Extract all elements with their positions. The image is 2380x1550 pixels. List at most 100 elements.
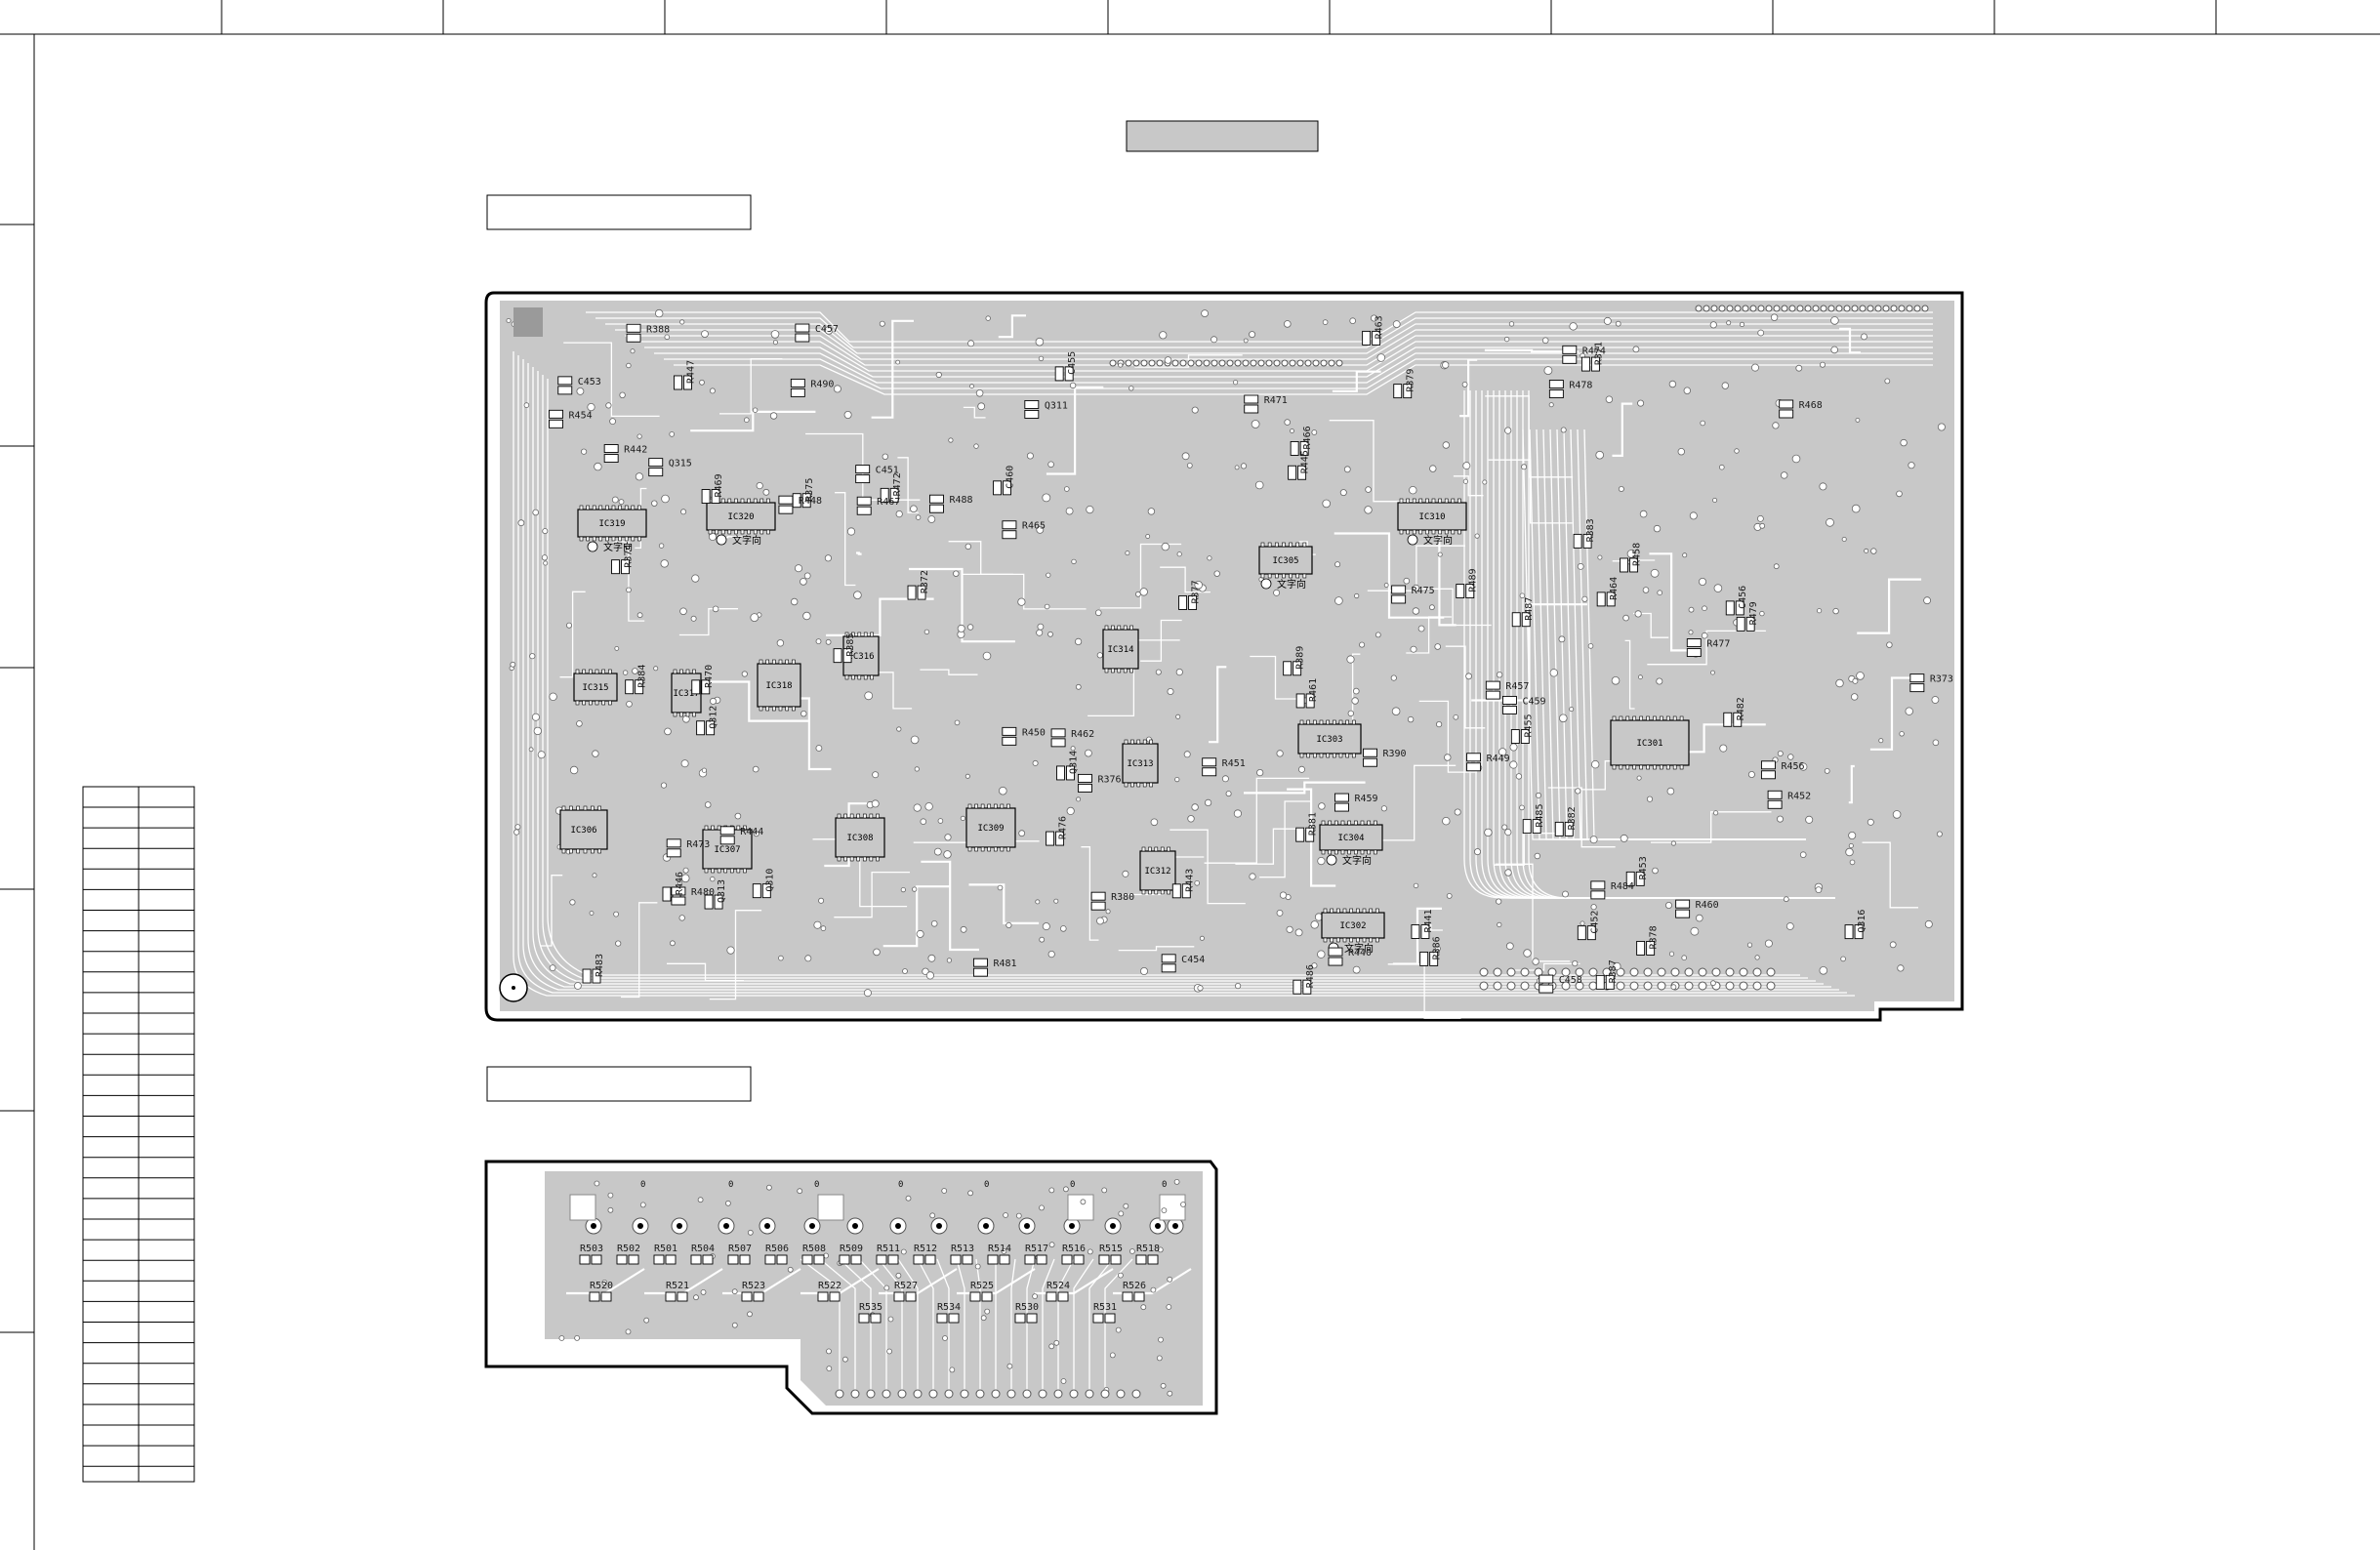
component-label: R521 (666, 1281, 689, 1291)
component-r486 (1293, 979, 1312, 995)
component-r451 (1202, 757, 1217, 777)
ic-label: IC317 (673, 689, 699, 699)
component-label: R464 (1609, 577, 1620, 600)
component-r525 (969, 1291, 993, 1302)
component-label: R379 (1406, 369, 1416, 392)
zero-marker: 0 (984, 1180, 989, 1190)
zero-marker: 0 (1070, 1180, 1075, 1190)
ic-orientation-mark: 文字向 (732, 534, 761, 547)
component-r456 (1760, 760, 1776, 780)
component-label: R443 (1184, 869, 1195, 892)
component-label: R511 (877, 1244, 900, 1254)
component-r381 (1295, 827, 1315, 842)
component-label: R489 (1468, 568, 1479, 591)
component-r442 (603, 444, 619, 464)
component-label: R375 (804, 478, 815, 502)
component-label: R461 (1308, 678, 1319, 702)
component-r509 (839, 1254, 862, 1265)
component-label: R372 (920, 570, 930, 593)
component-r459 (1334, 793, 1349, 812)
ic-ic308: IC308 (835, 813, 885, 862)
ic-ic315: IC315 (573, 669, 618, 706)
component-label: C453 (578, 377, 601, 388)
component-r469 (701, 489, 720, 504)
component-label: C460 (1005, 466, 1016, 489)
component-r449 (1466, 753, 1482, 772)
component-label: R385 (845, 633, 856, 657)
component-r516 (1061, 1254, 1085, 1265)
component-r512 (913, 1254, 936, 1265)
component-r441 (1411, 924, 1430, 939)
ic-label: IC306 (570, 826, 596, 836)
component-label: R450 (1022, 727, 1046, 738)
component-label: R534 (937, 1302, 961, 1313)
component-label: C454 (1181, 955, 1205, 965)
main-pcb-board: IC319文字向IC320文字向IC310文字向IC305文字向IC315IC3… (484, 291, 1964, 1022)
component-label: R516 (1062, 1244, 1086, 1254)
component-label: R465 (1022, 521, 1046, 532)
ic-label: IC312 (1144, 867, 1170, 877)
component-q312 (696, 720, 716, 736)
component-r504 (690, 1254, 714, 1265)
ic-ic303: IC303 (1297, 719, 1362, 758)
component-r535 (858, 1313, 882, 1324)
component-c453 (557, 376, 573, 395)
component-label: R466 (1302, 426, 1313, 449)
ic-orientation-mark: 文字向 (1423, 534, 1453, 547)
component-label: R454 (569, 410, 593, 421)
zero-marker: 0 (814, 1180, 819, 1190)
component-r517 (1024, 1254, 1047, 1265)
component-label: R387 (1608, 959, 1619, 983)
component-r480 (671, 886, 686, 906)
component-label: R451 (1222, 758, 1246, 769)
component-c457 (795, 323, 810, 343)
component-r457 (1485, 680, 1500, 700)
component-r450 (1002, 726, 1017, 746)
component-r482 (1723, 712, 1743, 727)
component-label: R442 (624, 445, 647, 456)
component-r371 (1580, 356, 1600, 372)
component-r526 (1122, 1291, 1145, 1302)
component-label: R525 (970, 1281, 994, 1291)
component-label: R389 (1295, 646, 1306, 670)
component-label: C458 (1559, 975, 1582, 986)
component-label: C451 (876, 466, 899, 476)
component-r522 (817, 1291, 841, 1302)
component-r385 (833, 648, 852, 664)
component-r379 (1393, 384, 1413, 399)
component-q310 (752, 883, 771, 899)
component-label: R373 (1930, 674, 1953, 685)
component-r372 (907, 585, 926, 600)
component-r508 (801, 1254, 825, 1265)
component-r472 (880, 487, 899, 503)
ic-label: IC303 (1316, 735, 1342, 745)
component-r503 (579, 1254, 602, 1265)
component-label: R488 (949, 495, 972, 506)
component-label: R508 (802, 1244, 826, 1254)
component-r466 (1290, 440, 1309, 456)
component-r454 (549, 409, 563, 428)
ic-ic301: IC301 (1610, 715, 1690, 770)
component-r374 (611, 559, 630, 575)
component-label: R453 (1638, 856, 1649, 879)
component-label: R376 (1097, 774, 1121, 785)
ic-label: IC313 (1127, 759, 1153, 769)
component-r453 (1625, 871, 1645, 886)
component-r489 (1456, 584, 1475, 599)
component-r521 (665, 1291, 688, 1302)
component-r388 (626, 323, 641, 343)
component-r390 (1363, 748, 1377, 767)
ic-ic318: IC318 (757, 659, 801, 712)
component-label: Q314 (1068, 751, 1079, 774)
component-r463 (1362, 330, 1381, 346)
component-label: R463 (1375, 315, 1385, 339)
component-r462 (1050, 728, 1066, 748)
component-label: C452 (1589, 911, 1600, 934)
component-label: R483 (595, 954, 605, 977)
component-r479 (1736, 616, 1755, 632)
component-label: R386 (1432, 936, 1443, 959)
component-label: R507 (728, 1244, 752, 1254)
ic-label: IC304 (1337, 834, 1364, 843)
